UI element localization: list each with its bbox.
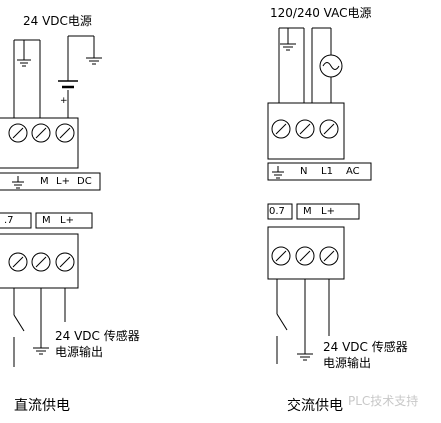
ac-io-point: 0.7: [269, 206, 285, 217]
dc-sensor-ground-icon: [33, 347, 49, 355]
dc-io-m: M: [42, 215, 51, 226]
dc-battery-icon: [58, 80, 78, 89]
dc-io-screws: [8, 252, 75, 272]
ac-source-icon: [319, 54, 343, 78]
dc-strip-ground-icon: [12, 176, 24, 189]
ac-io-m: M: [303, 206, 312, 217]
ac-terminal-screws: [271, 119, 339, 139]
ac-strip-ground-icon: [272, 166, 284, 179]
ac-io-label-box-power: [296, 203, 360, 220]
dc-io-label-box-power: [35, 212, 93, 229]
ac-sensor-line1: 24 VDC 传感器: [323, 340, 408, 354]
dc-terminal-label-strip: [0, 172, 101, 191]
dc-terminal-block: [0, 117, 79, 169]
dc-caption: 直流供电: [14, 398, 70, 414]
dc-supply-ground-right-icon: [86, 57, 102, 65]
dc-supply-wiring: [13, 35, 95, 118]
dc-io-terminal-block: [0, 233, 79, 289]
ac-term-n: N: [300, 166, 308, 177]
ac-term-l1: L1: [321, 166, 333, 177]
ac-io-label-box-point: [267, 203, 293, 220]
dc-supply-label: 24 VDC电源: [23, 14, 92, 28]
ac-sensor-ground-icon: [297, 353, 313, 361]
dc-term-m: M: [40, 176, 49, 187]
ac-sensor-wiring: [276, 279, 330, 364]
dc-term-lplus: L+: [56, 176, 70, 187]
dc-io-label-box-point: [0, 212, 32, 229]
ac-supply-ground-icon: [280, 43, 296, 51]
ac-caption: 交流供电: [287, 398, 343, 414]
ac-term-ac: AC: [346, 166, 360, 177]
ac-terminal-label-strip: [267, 162, 372, 181]
dc-term-dc: DC: [77, 176, 92, 187]
dc-terminal-screws: [8, 123, 75, 143]
watermark: PLC技术支持: [348, 394, 419, 408]
dc-sensor-wiring: [13, 288, 66, 367]
ac-supply-wiring: [278, 27, 332, 103]
dc-plus-sign: +: [60, 96, 68, 106]
ac-terminal-block: [267, 102, 345, 160]
dc-io-lplus: L+: [60, 215, 74, 226]
ac-io-screws: [271, 246, 339, 266]
dc-sensor-line2: 电源输出: [55, 345, 104, 359]
ac-sensor-line2: 电源输出: [323, 356, 372, 370]
dc-sensor-line1: 24 VDC 传感器: [55, 329, 140, 343]
ac-io-terminal-block: [267, 226, 345, 280]
ac-io-lplus: L+: [321, 206, 335, 217]
dc-io-point: .7: [4, 215, 14, 226]
ac-supply-label: 120/240 VAC电源: [270, 6, 372, 20]
dc-supply-ground-left-icon: [17, 59, 31, 67]
